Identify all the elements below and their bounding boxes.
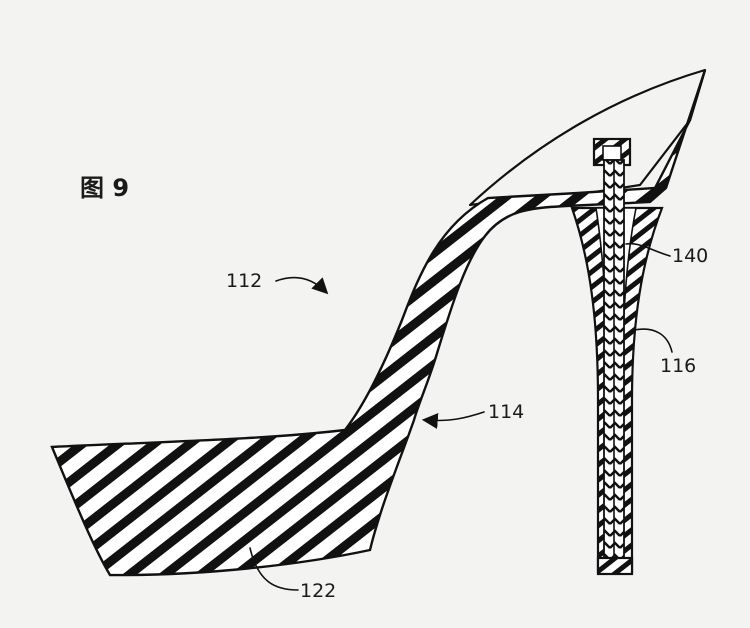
shoe-upper-outline xyxy=(468,68,707,207)
callout-122-leader xyxy=(249,547,299,591)
heel-tip xyxy=(596,556,634,576)
callout-122-label: 122 xyxy=(300,580,336,602)
sole-body xyxy=(50,69,707,577)
callout-114-label: 114 xyxy=(488,401,524,423)
figure-label: 图 9 xyxy=(80,174,129,202)
callout-114-arrow xyxy=(421,411,485,429)
callout-140-label: 140 xyxy=(672,245,708,267)
heel-cap-inner xyxy=(602,145,622,161)
callout-116-leader xyxy=(633,328,673,353)
callout-112-label: 112 xyxy=(226,270,262,292)
callout-112-arrow xyxy=(275,276,329,295)
callout-116-label: 116 xyxy=(660,355,696,377)
callout-140-leader xyxy=(625,242,671,257)
